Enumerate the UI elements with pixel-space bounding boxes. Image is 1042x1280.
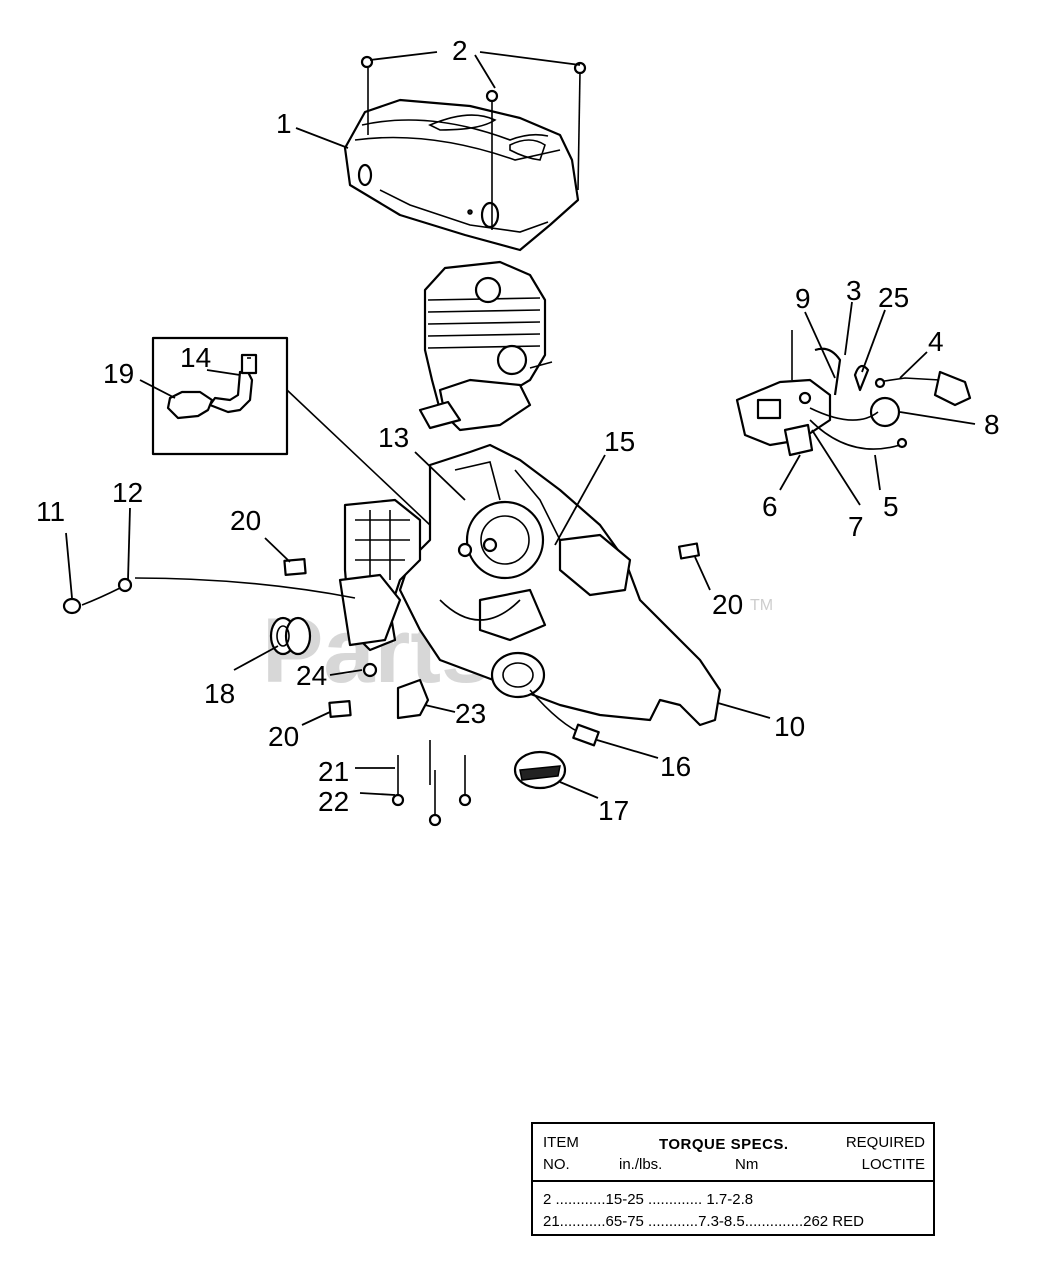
- screws-21-22-part: [391, 740, 472, 827]
- callout-2: 2: [452, 35, 468, 66]
- torque-row-text: 21...........65-75 ............7.3-8.5..…: [543, 1213, 864, 1230]
- torque-specs-table: ITEM NO. TORQUE SPECS. in./lbs. Nm REQUI…: [531, 1122, 935, 1236]
- torque-table-header: ITEM NO. TORQUE SPECS. in./lbs. Nm REQUI…: [533, 1124, 933, 1182]
- callout-3: 3: [846, 275, 862, 306]
- loctite-label: LOCTITE: [861, 1156, 925, 1173]
- torque-specs-label: TORQUE SPECS.: [659, 1136, 789, 1153]
- callouts: 2 1 3 9 25 4 8 14 19 13 15 6 7 5 11 12 2…: [36, 35, 1000, 826]
- item-label: ITEM: [543, 1134, 579, 1151]
- required-label: REQUIRED: [845, 1134, 925, 1151]
- callout-8: 8: [984, 409, 1000, 440]
- callout-18: 18: [204, 678, 235, 709]
- callout-20-right: 20: [712, 589, 743, 620]
- callout-1: 1: [276, 108, 292, 139]
- callout-14: 14: [180, 342, 211, 373]
- nut-24-part: [362, 662, 378, 678]
- callout-17: 17: [598, 795, 629, 826]
- callout-4: 4: [928, 326, 944, 357]
- top-cover-part: [343, 55, 587, 252]
- callout-12: 12: [112, 477, 143, 508]
- callout-19: 19: [103, 358, 134, 389]
- leader-lines: [65, 51, 976, 799]
- control-assembly-part: [735, 330, 972, 457]
- callout-15: 15: [604, 426, 635, 457]
- torque-row: 2 ............15-25 ............. 1.7-2.…: [533, 1188, 933, 1210]
- callout-11: 11: [36, 496, 65, 527]
- nm-label: Nm: [735, 1156, 759, 1173]
- grommet-part: [269, 616, 312, 656]
- callout-7: 7: [848, 511, 864, 542]
- callout-9: 9: [795, 283, 811, 314]
- torque-row-text: 2 ............15-25 ............. 1.7-2.…: [543, 1191, 754, 1208]
- callout-21: 21: [318, 756, 349, 787]
- inlbs-label: in./lbs.: [619, 1156, 663, 1173]
- callout-25: 25: [878, 282, 909, 313]
- callout-23: 23: [455, 698, 486, 729]
- block-23-part: [396, 678, 430, 720]
- callout-13: 13: [378, 422, 409, 453]
- callout-6: 6: [762, 491, 778, 522]
- callout-20-upper-left: 20: [230, 505, 261, 536]
- callout-24: 24: [296, 660, 327, 691]
- plate-20-part: [283, 542, 701, 718]
- torque-row: 21...........65-75 ............7.3-8.5..…: [533, 1210, 933, 1232]
- inset-box: [151, 336, 431, 526]
- crankcase-part: [338, 443, 722, 727]
- callout-22: 22: [318, 786, 349, 817]
- cylinder-engine-part: [418, 260, 553, 432]
- tank-neck-part: [490, 651, 600, 747]
- fuel-filter-part: [62, 577, 356, 615]
- watermark-tm: TM: [750, 597, 773, 614]
- fuel-cap-part: [513, 750, 567, 790]
- no-label: NO.: [543, 1156, 570, 1173]
- callout-16: 16: [660, 751, 691, 782]
- callout-10: 10: [774, 711, 805, 742]
- callout-5: 5: [883, 491, 899, 522]
- callout-20-lower: 20: [268, 721, 299, 752]
